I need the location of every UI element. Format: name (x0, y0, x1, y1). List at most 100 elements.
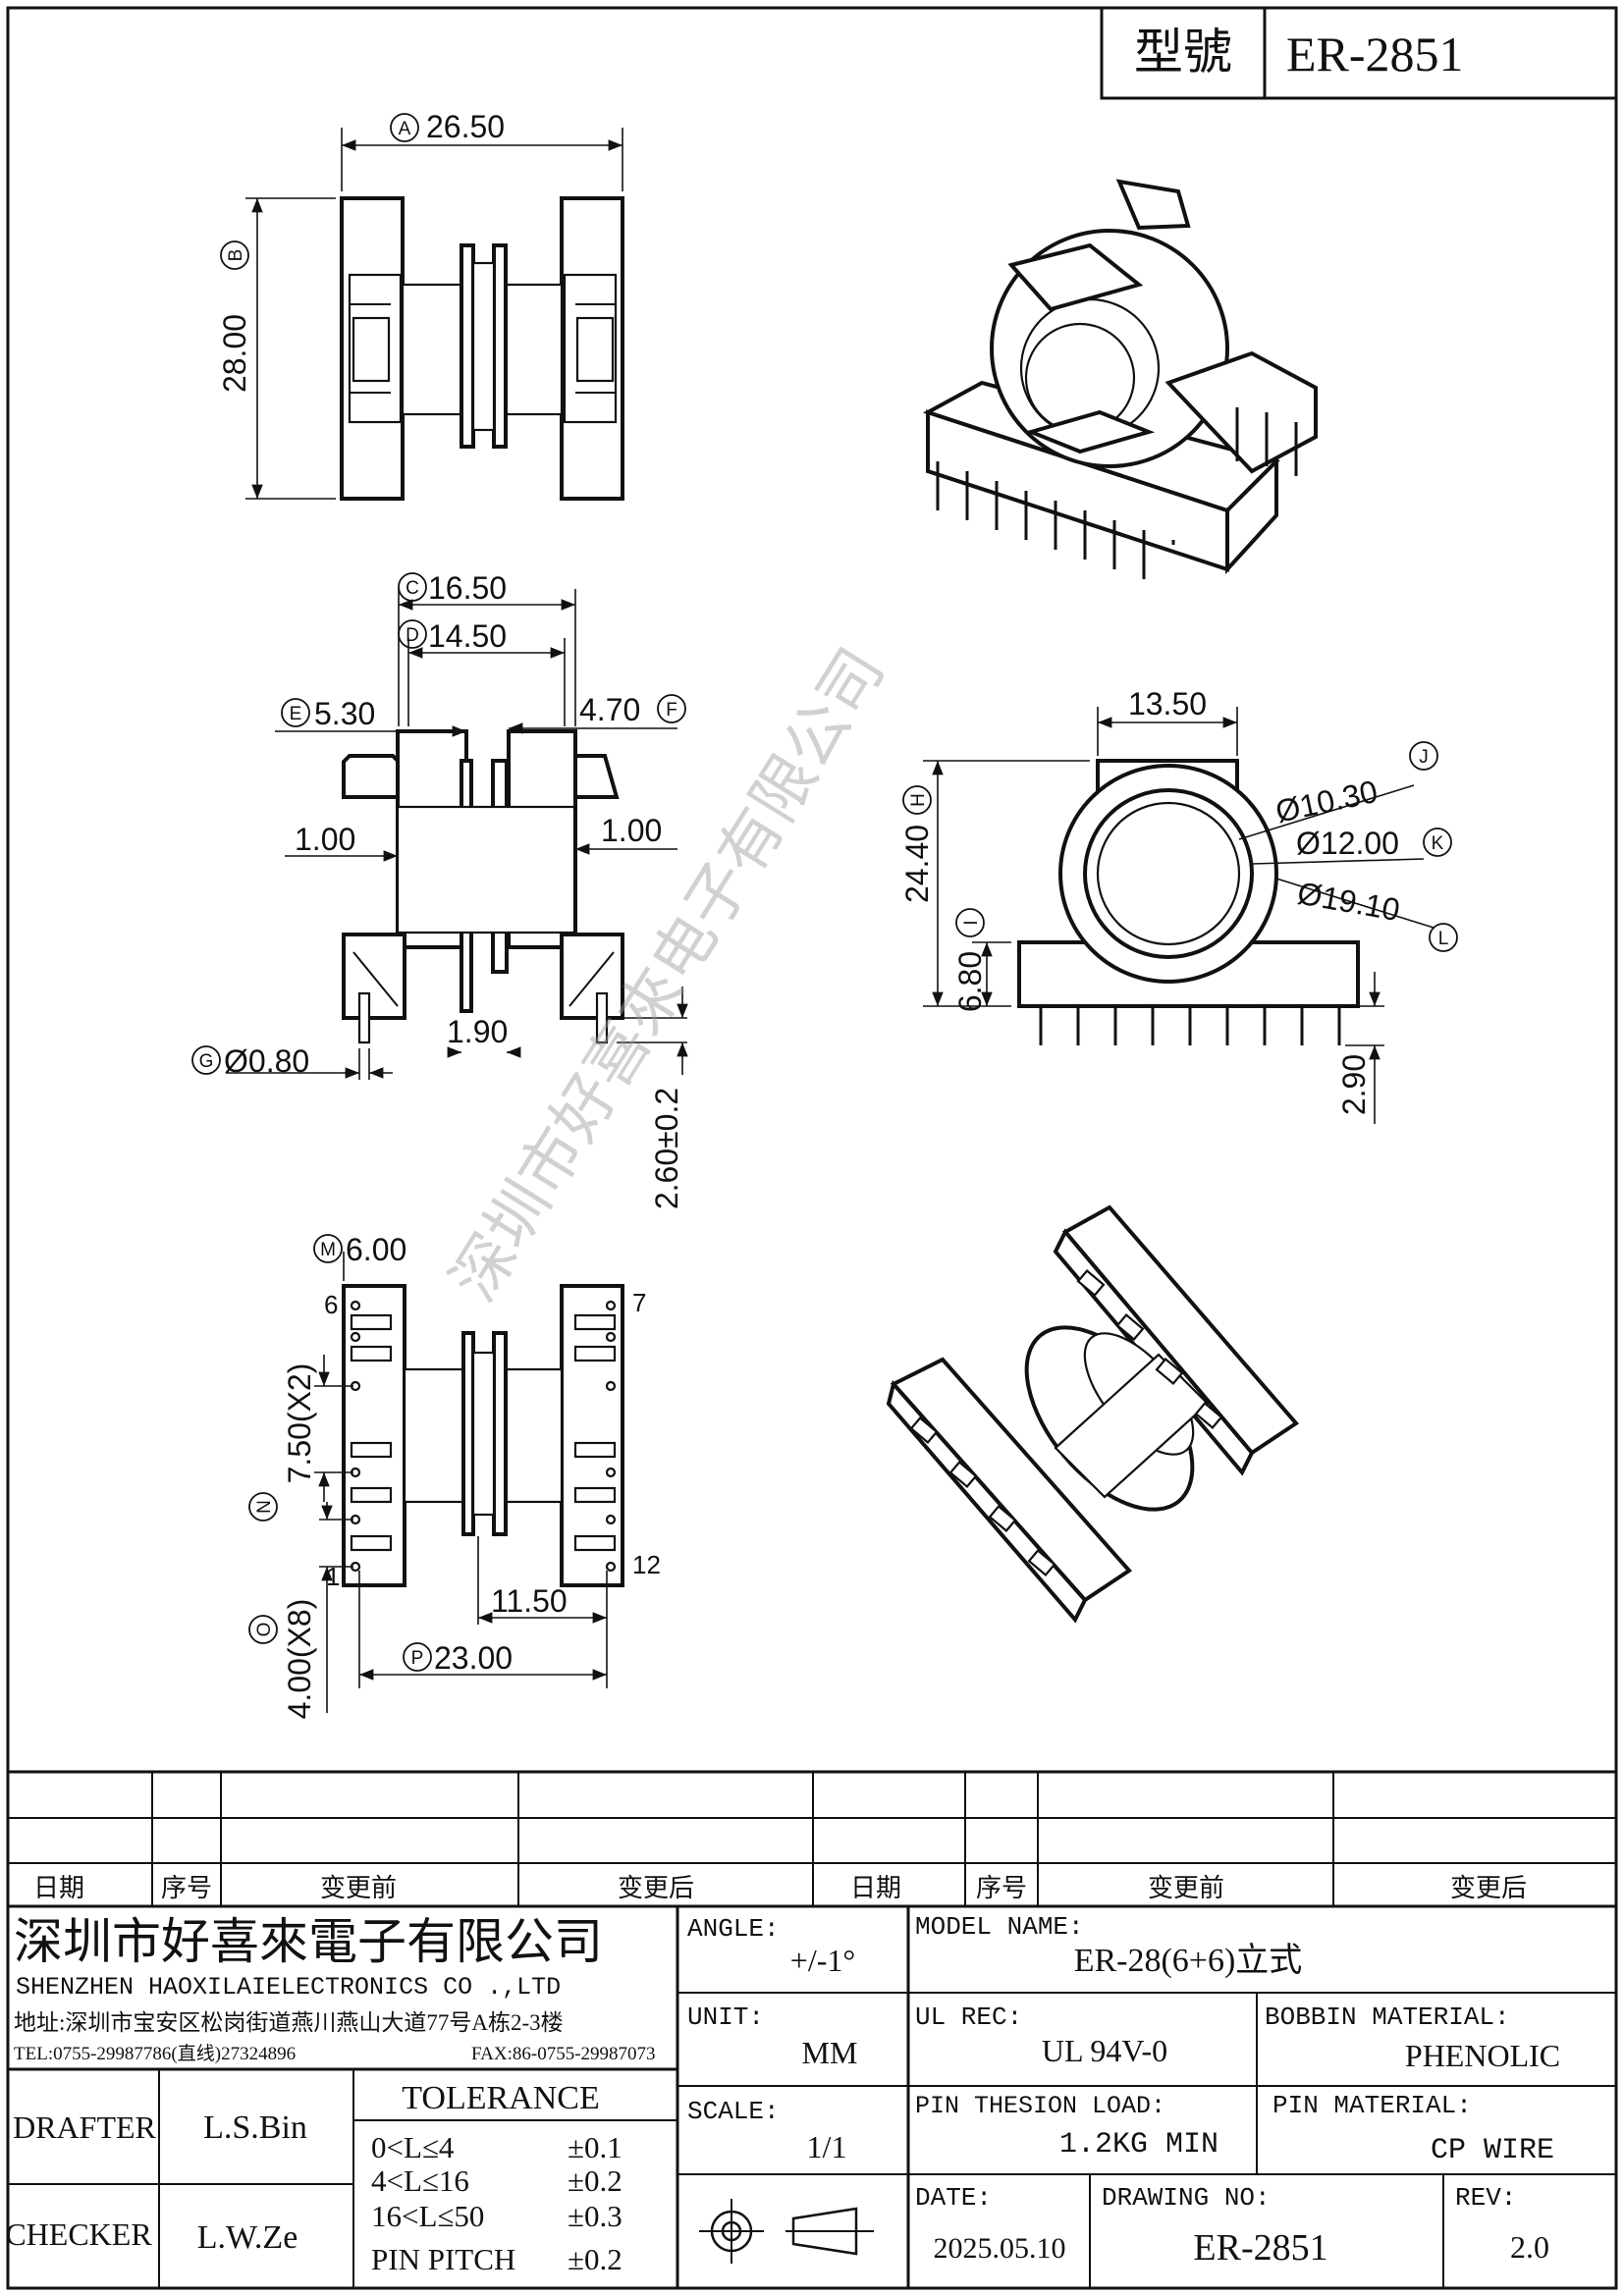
unit-label: UNIT: (687, 2002, 764, 2032)
dim-I: 6.80 I (952, 908, 1011, 1012)
label-letter-N: N (254, 1500, 275, 1514)
dim-width: 13.50 (1097, 686, 1238, 756)
rev-header-seq-1: 序号 (161, 1874, 212, 1902)
model-name-value: ER-28(6+6)立式 (1074, 1942, 1303, 1979)
dim-N: 7.50(X2) N (248, 1355, 353, 1522)
side-view (1017, 759, 1360, 1045)
pin-material-label: PIN MATERIAL: (1272, 2091, 1472, 2120)
tolerance-range-4: PIN PITCH (371, 2242, 515, 2276)
dim-H-value: 24.40 (899, 825, 935, 903)
model-header-value: ER-2851 (1286, 27, 1464, 81)
tolerance-range-3: 16<L≤50 (371, 2199, 484, 2233)
dim-L: Ø19.10 L (1275, 875, 1458, 952)
checker-name: L.W.Ze (197, 2219, 298, 2256)
company-fax: FAX:86-0755-29987073 (471, 2044, 656, 2064)
dim-P-value: 23.00 (434, 1640, 513, 1676)
dim-pin-length-value: 2.60±0.2 (649, 1088, 684, 1209)
label-letter-L: L (1438, 929, 1449, 949)
pin-material-value: CP WIRE (1431, 2134, 1554, 2167)
label-letter-C: C (406, 578, 419, 599)
dim-H: 24.40 H (899, 760, 1090, 1007)
company-name-en: SHENZHEN HAOXILAIELECTRONICS CO .,LTD (16, 1973, 561, 2002)
dim-B-value: 28.00 (217, 314, 252, 393)
company-tel: TEL:0755-29987786(直线)27324896 (14, 2043, 296, 2064)
dim-C-value: 16.50 (428, 570, 507, 606)
dim-pin-stub-value: 2.90 (1336, 1054, 1372, 1115)
dim-I-value: 6.80 (952, 951, 988, 1012)
dim-A-value: 26.50 (426, 109, 505, 144)
drafter-name: L.S.Bin (203, 2109, 307, 2146)
tolerance-value-4: ±0.2 (568, 2242, 623, 2276)
label-letter-K: K (1432, 833, 1444, 854)
tolerance-value-2: ±0.2 (568, 2163, 623, 2198)
dim-pin-stub: 2.90 (1336, 972, 1384, 1124)
drafter-label: DRAFTER (13, 2109, 156, 2145)
rev-header-after-2: 变更后 (1450, 1874, 1527, 1902)
dim-G: G Ø0.80 (191, 1043, 393, 1080)
dim-K-value: Ø12.00 (1296, 826, 1399, 861)
dim-wall-left-value: 1.00 (295, 822, 355, 857)
dim-F: 4.70 F (509, 692, 686, 734)
label-letter-M: M (320, 1240, 336, 1260)
ul-rec-label: UL REC: (915, 2002, 1022, 2032)
tolerance-value-1: ±0.1 (568, 2130, 623, 2164)
label-letter-O: O (254, 1623, 275, 1637)
top-view (340, 196, 624, 501)
rev-header-date-2: 日期 (850, 1874, 901, 1902)
model-header: 型號 ER-2851 (1100, 6, 1618, 100)
rev-label: REV: (1455, 2183, 1516, 2213)
dim-span-value: 11.50 (491, 1583, 568, 1619)
tolerance-value-3: ±0.3 (568, 2199, 623, 2233)
title-block: 日期 序号 变更前 变更后 日期 序号 变更前 变更后 深圳市好喜來電子有限公司… (5, 1770, 1616, 2288)
dim-flange: 1.90 (447, 1014, 521, 1058)
bottom-view (342, 1284, 624, 1587)
angle-label: ANGLE: (687, 1914, 780, 1944)
label-letter-J: J (1419, 747, 1429, 768)
dim-J-value: Ø10.30 (1272, 774, 1380, 829)
drawing-no-value: ER-2851 (1193, 2227, 1327, 2269)
dim-E-value: 5.30 (314, 696, 375, 731)
dim-D-value: 14.50 (428, 618, 507, 654)
label-letter-G: G (199, 1051, 214, 1072)
drawing-no-label: DRAWING NO: (1102, 2183, 1271, 2213)
dim-O: 4.00(X8) O (248, 1502, 353, 1720)
dim-M: M 6.00 (313, 1232, 406, 1281)
pin-load-value: 1.2KG MIN (1059, 2128, 1218, 2162)
label-letter-F: F (666, 700, 677, 721)
sheet-border (6, 6, 1618, 2290)
iso-view-bottom (886, 1204, 1299, 1624)
label-letter-B: B (226, 249, 246, 262)
label-letter-I: I (961, 920, 982, 925)
rev-header-after-1: 变更后 (618, 1874, 694, 1902)
scale-label: SCALE: (687, 2097, 780, 2126)
pin-load-label: PIN THESION LOAD: (915, 2092, 1165, 2120)
bobbin-material-value: PHENOLIC (1405, 2038, 1560, 2073)
dim-M-value: 6.00 (346, 1232, 406, 1267)
dim-A: A 26.50 (341, 109, 623, 191)
bobbin-material-label: BOBBIN MATERIAL: (1265, 2002, 1510, 2032)
dim-flange-value: 1.90 (447, 1014, 508, 1049)
dim-O-value: 4.00(X8) (282, 1599, 317, 1720)
rev-header-seq-2: 序号 (976, 1874, 1027, 1902)
tolerance-title: TOLERANCE (402, 2080, 599, 2116)
dim-walls: 1.00 1.00 (285, 813, 677, 862)
front-view (342, 729, 624, 1044)
rev-header-before-1: 变更前 (320, 1874, 397, 1902)
rev-header-before-2: 变更前 (1148, 1874, 1224, 1902)
dim-F-value: 4.70 (579, 692, 640, 727)
model-name-label: MODEL NAME: (915, 1912, 1084, 1942)
dim-B: 28.00 B (217, 197, 336, 500)
dim-D: D 14.50 (398, 618, 566, 726)
angle-value: +/-1° (790, 1943, 855, 1978)
dim-L-value: Ø19.10 (1295, 875, 1403, 928)
pin-number-6: 6 (324, 1290, 338, 1319)
label-letter-A: A (399, 119, 411, 139)
dim-P: P 23.00 (358, 1571, 607, 1688)
model-header-label: 型號 (1134, 25, 1232, 80)
label-letter-E: E (290, 704, 302, 724)
dim-C: C 16.50 (398, 570, 576, 726)
rev-header-date-1: 日期 (33, 1874, 84, 1902)
dim-wall-right-value: 1.00 (601, 813, 662, 848)
pin-number-12: 12 (632, 1550, 661, 1579)
